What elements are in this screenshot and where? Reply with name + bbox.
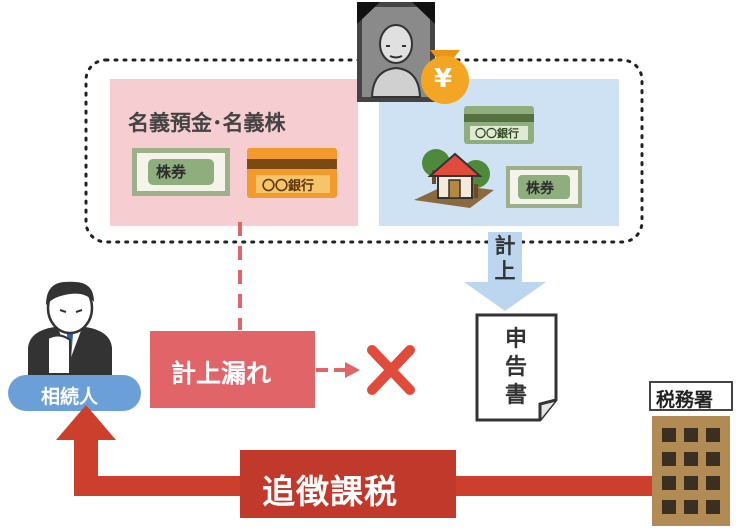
building-window [662, 428, 676, 442]
return-char-1: 申 [504, 327, 527, 352]
building-window [706, 428, 720, 442]
money-bag-symbol: ¥ [434, 64, 453, 94]
house-icon [414, 149, 494, 208]
cross-mark-icon [367, 345, 415, 395]
building-window [684, 452, 698, 466]
declare-arrow-label: 計 上 [490, 234, 520, 284]
building-window [684, 500, 698, 514]
money-bag-icon [421, 50, 469, 104]
omission-label-box [150, 331, 315, 408]
heir-label: 相続人 [41, 386, 99, 408]
bank-card-label-right: 〇〇銀行 [475, 127, 519, 140]
nominee-assets-title: 名義預金･名義株 [128, 111, 286, 135]
building-window [662, 476, 676, 490]
declare-char-2: 上 [494, 259, 516, 283]
tax-return-document-icon [475, 313, 558, 422]
tax-office-label: 税務署 [656, 389, 714, 411]
bank-card-icon [247, 148, 337, 198]
tax-return-label: 申 告 書 [500, 326, 532, 410]
omission-label: 計上漏れ [171, 359, 272, 388]
stock-certificate-label-right: 株券 [526, 181, 554, 197]
omission-arrowhead [345, 362, 360, 378]
declare-arrow [464, 232, 546, 311]
heir-figure-icon [28, 281, 112, 382]
building-window [706, 452, 720, 466]
building-window [684, 476, 698, 490]
return-char-2: 告 [504, 355, 527, 380]
stock-certificate-icon-right [506, 166, 582, 208]
stock-certificate-label: 株券 [156, 163, 187, 181]
building-window [706, 476, 720, 490]
penalty-label: 追徴課税 [262, 472, 398, 511]
return-char-3: 書 [504, 383, 527, 408]
tax-office-building-icon [652, 416, 730, 526]
bank-card-label: 〇〇銀行 [262, 179, 315, 194]
stock-certificate-icon [132, 148, 230, 196]
tax-office-sign [649, 381, 733, 411]
bank-card-icon-right [464, 106, 534, 144]
building-window [662, 500, 676, 514]
penalty-label-box [240, 450, 456, 518]
declare-char-1: 計 [494, 234, 516, 258]
building-window [662, 452, 676, 466]
building-window [684, 428, 698, 442]
building-window [706, 500, 720, 514]
heir-label-pill [8, 375, 141, 411]
